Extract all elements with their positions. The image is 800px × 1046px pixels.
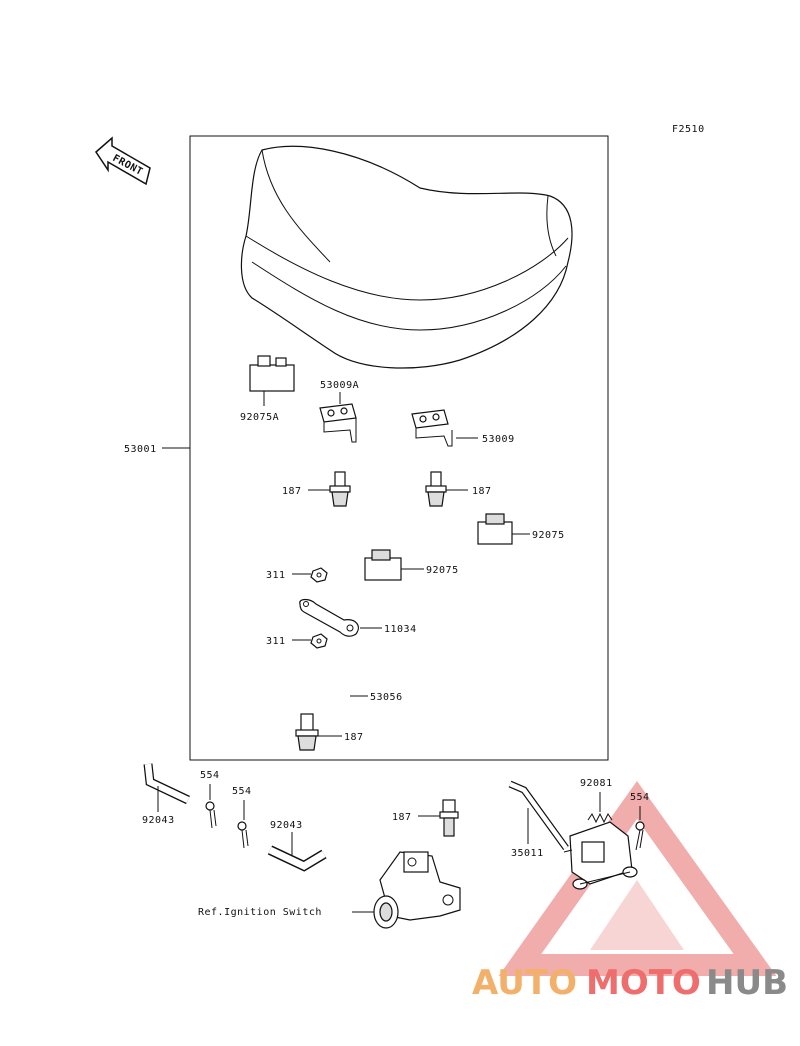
label-92075-right: 92075 — [532, 530, 565, 541]
bolt-187-right — [425, 471, 468, 507]
label-92075A: 92075A — [240, 412, 279, 423]
label-92081: 92081 — [580, 778, 613, 789]
label-53009A: 53009A — [320, 380, 359, 391]
watermark-logo: AUTO MOTO HUB — [472, 963, 788, 1003]
part-92075A — [249, 355, 295, 406]
label-11034: 11034 — [384, 624, 417, 635]
label-53009: 53009 — [482, 434, 515, 445]
watermark-part3: HUB — [706, 963, 788, 1003]
label-187-left: 187 — [282, 486, 302, 497]
part-53009A — [319, 392, 357, 443]
clip-554-b — [237, 800, 249, 849]
label-ignition-ref: Ref.Ignition Switch — [198, 907, 322, 918]
seat-drawing — [240, 145, 573, 369]
tube-92043-right — [267, 832, 327, 872]
clip-554-c — [635, 806, 645, 851]
front-arrow-icon: FRONT — [95, 136, 151, 186]
label-554-a: 554 — [200, 770, 220, 781]
bolt-187-bottom — [295, 713, 342, 751]
nut-311-bottom — [292, 633, 328, 649]
label-92043-left: 92043 — [142, 815, 175, 826]
plate-11034 — [299, 598, 382, 637]
tube-92043-left — [143, 763, 190, 812]
label-311-top: 311 — [266, 570, 286, 581]
lock-mechanism — [563, 821, 638, 890]
part-92075-mid — [364, 549, 424, 581]
label-187-lower: 187 — [392, 812, 412, 823]
nut-311-top — [292, 567, 328, 583]
label-35011: 35011 — [511, 848, 544, 859]
label-53001: 53001 — [124, 444, 157, 455]
rod-35011 — [508, 780, 569, 851]
spring-92081 — [587, 792, 613, 824]
bolt-187-lower — [418, 799, 459, 837]
watermark-part2: MOTO — [586, 963, 701, 1003]
part-92075-right — [477, 513, 530, 545]
ignition-switch — [352, 851, 461, 929]
rod-53056 — [316, 668, 368, 710]
figure-code: F2510 — [672, 124, 705, 135]
label-554-c: 554 — [630, 792, 650, 803]
watermark-part1: AUTO — [472, 963, 577, 1003]
label-311-bottom: 311 — [266, 636, 286, 647]
label-92075-mid: 92075 — [426, 565, 459, 576]
label-187-bottom: 187 — [344, 732, 364, 743]
clip-554-a — [205, 784, 217, 829]
label-554-b: 554 — [232, 786, 252, 797]
bolt-187-left — [308, 471, 351, 507]
label-53056: 53056 — [370, 692, 403, 703]
label-187-right: 187 — [472, 486, 492, 497]
part-53009 — [411, 409, 478, 447]
label-92043-right: 92043 — [270, 820, 303, 831]
